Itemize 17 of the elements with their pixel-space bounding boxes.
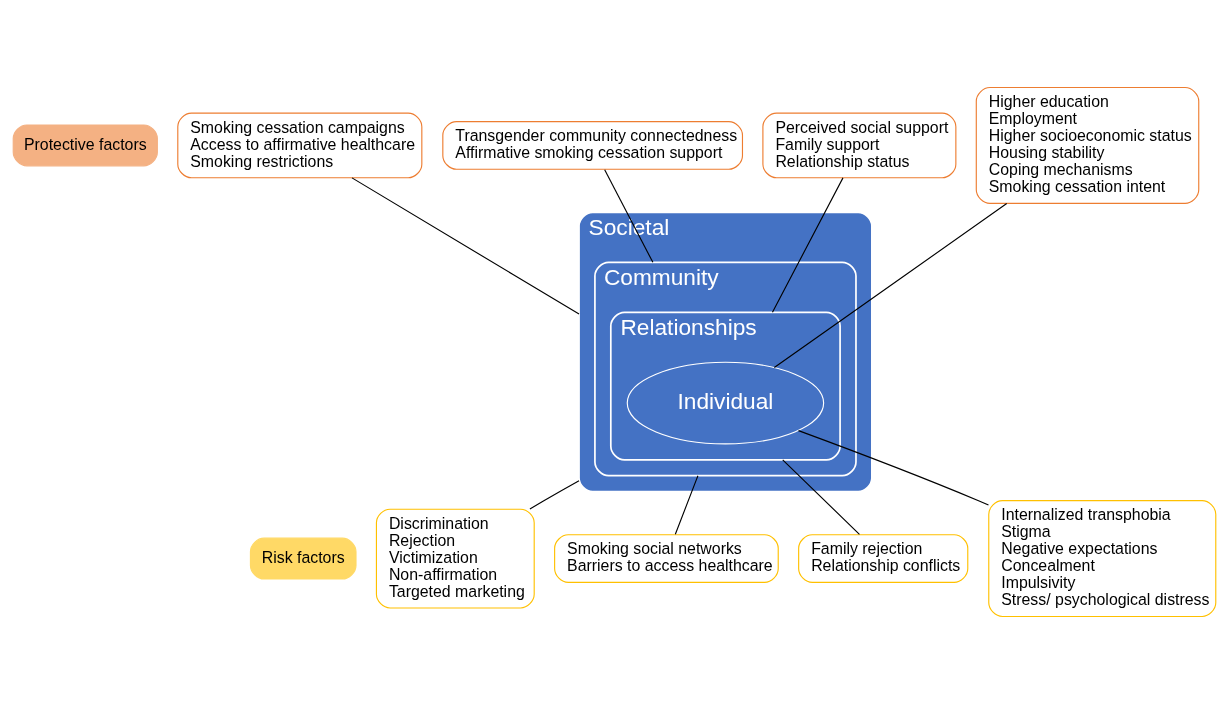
node-box: Higher education Employment Higher socioeconomic status Housing stability Coping mechanisms Smoking cessation intent xyxy=(975,86,1200,204)
node-box: Internalized transphobia Stigma Negative expectations Concealment Impulsivity Stress/ psychological distress xyxy=(988,500,1217,618)
connector xyxy=(771,177,844,313)
connector xyxy=(782,459,861,535)
node-box: Family rejection Relationship conflicts xyxy=(798,534,969,583)
node-ellipse: Individual xyxy=(626,361,825,445)
node-box: Risk factors xyxy=(249,537,357,580)
node-box: Perceived social support Family support Relationship status xyxy=(762,112,957,179)
node-box: Protective factors xyxy=(12,124,158,167)
connector xyxy=(773,203,1008,369)
node-box: Smoking social networks Barriers to access healthcare xyxy=(554,534,779,583)
node-box: Transgender community connectedness Affirmative smoking cessation support xyxy=(442,121,744,170)
connector xyxy=(529,480,580,510)
connector xyxy=(797,430,990,506)
connector xyxy=(351,177,580,315)
node-box: Discrimination Rejection Victimization Non-affirmation Targeted marketing xyxy=(375,508,535,609)
node-box: Smoking cessation campaigns Access to affirmative healthcare Smoking restrictions xyxy=(177,112,423,179)
